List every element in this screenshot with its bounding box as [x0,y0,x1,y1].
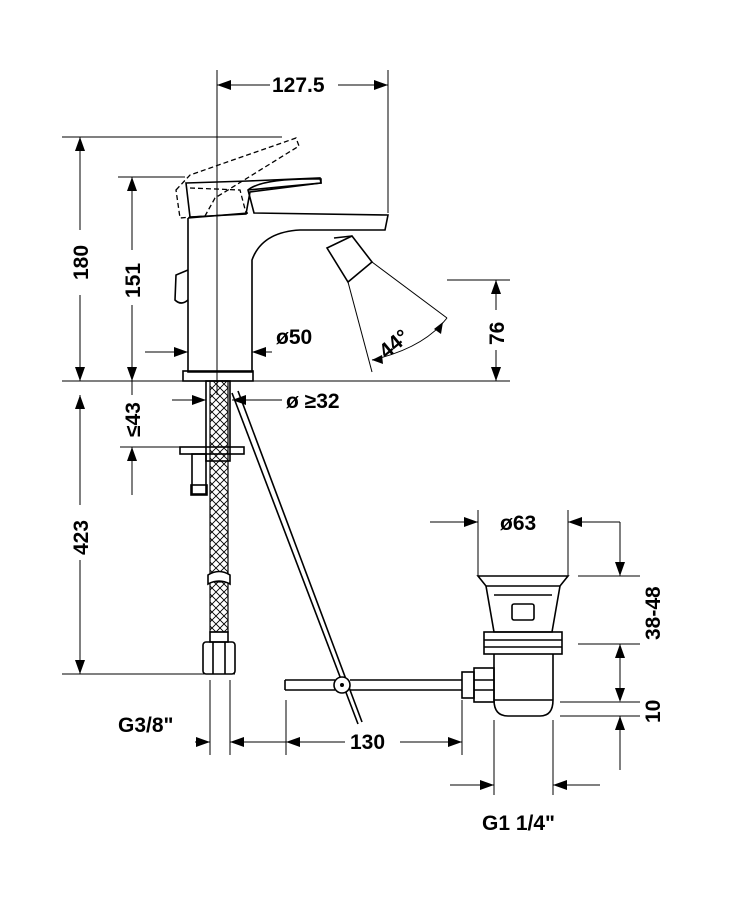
popup-rod [231,390,462,725]
rod-length-label: 130 [350,731,385,754]
jet-angle-lines [347,261,448,373]
lever-raised-outline [175,137,300,219]
waste-thread-label: G1 1/4" [482,812,555,835]
waste-diameter-label: ø63 [500,512,536,535]
hose-length-label: 423 [70,520,93,555]
hole-diameter-label: ø ≥32 [286,390,340,413]
body-diameter-label: ø50 [276,326,312,349]
faucet-body [174,177,389,382]
dimension-lines [62,70,640,795]
supply-hose [202,380,236,675]
spout-reach-label: 127.5 [272,74,325,97]
lever-height-label: 151 [122,263,145,298]
jet-nozzle [325,234,374,284]
deck-thickness-label: ≤43 [122,402,145,437]
waste-range-label: 38-48 [642,586,665,640]
supply-thread-label: G3/8" [118,714,173,737]
spout-height-label: 76 [486,322,509,345]
waste-valve [461,575,570,717]
waste-offset-label: 10 [642,700,665,723]
total-height-label: 180 [70,245,93,280]
